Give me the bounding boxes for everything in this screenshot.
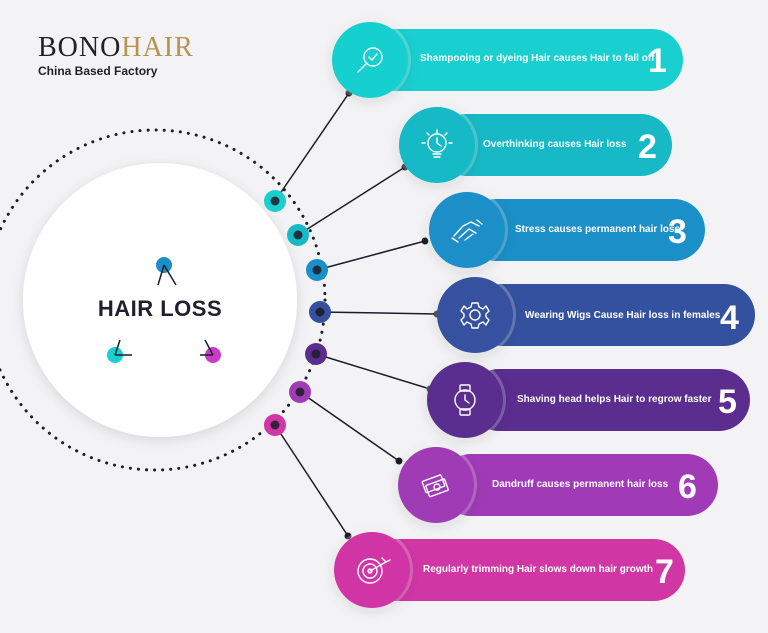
item-7-pill xyxy=(365,539,685,601)
item-2-ring-node-center xyxy=(293,230,303,240)
item-1-pill xyxy=(355,29,683,91)
item-7-ring-node-center xyxy=(270,420,280,430)
item-5-label: Shaving head helps Hair to regrow faster xyxy=(517,394,712,405)
item-6-connector-dot xyxy=(395,457,403,465)
item-6-pill xyxy=(440,454,718,516)
item-5-connector xyxy=(315,353,431,390)
target-icon xyxy=(357,557,391,584)
item-1-connector xyxy=(274,92,350,202)
item-1-icon-circle xyxy=(332,22,408,98)
center-disk xyxy=(23,163,297,437)
item-4-icon-circle xyxy=(437,277,513,353)
watch-icon xyxy=(454,384,476,416)
item-3-ring-node-center xyxy=(312,265,322,275)
item-5-number: 5 xyxy=(718,383,737,421)
money-icon xyxy=(421,474,449,498)
lightbulb-clock-icon xyxy=(421,129,453,158)
item-1-ring-node-center xyxy=(270,196,280,206)
item-7-connector xyxy=(274,424,349,537)
item-2-icon-circle xyxy=(399,107,475,183)
handshake-icon xyxy=(451,219,483,243)
logo-brand-part2: HAIR xyxy=(121,32,194,63)
item-2-label: Overthinking causes Hair loss xyxy=(483,139,627,150)
search-check-icon xyxy=(357,47,383,73)
item-7-connector-dot xyxy=(344,532,352,540)
logo: BONOHAIR China Based Factory xyxy=(38,34,194,79)
item-7-label: Regularly trimming Hair slows down hair … xyxy=(423,564,654,575)
item-3-number: 3 xyxy=(668,213,687,251)
dotted-ring xyxy=(0,128,327,472)
item-5-pill xyxy=(468,369,750,431)
item-1-label: Shampooing or dyeing Hair causes Hair to… xyxy=(420,53,655,64)
center-node-line xyxy=(157,264,165,286)
item-6-icon-circle xyxy=(398,447,474,523)
item-1-number: 1 xyxy=(648,42,667,80)
center-title: HAIR LOSS xyxy=(97,296,223,321)
logo-tagline: China Based Factory xyxy=(38,64,158,78)
center-node-line xyxy=(114,339,121,356)
item-4-label: Wearing Wigs Cause Hair loss in females xyxy=(525,310,721,321)
item-7-number: 7 xyxy=(655,553,674,591)
item-3-connector xyxy=(316,240,426,271)
item-4-pill xyxy=(470,284,755,346)
item-3-pill xyxy=(465,199,705,261)
logo-brand-part1: BONO xyxy=(38,32,122,63)
logo-title: BONOHAIR xyxy=(38,34,194,62)
item-4-number: 4 xyxy=(720,299,739,337)
item-4-connector xyxy=(319,311,438,315)
item-2-connector xyxy=(297,166,406,236)
item-6-number: 6 xyxy=(678,468,697,506)
item-4-ring-node-center xyxy=(315,307,325,317)
item-2-pill xyxy=(435,114,672,176)
gear-icon xyxy=(460,302,490,329)
item-3-label: Stress causes permanent hair loss xyxy=(515,224,681,235)
center-node-line xyxy=(204,339,214,356)
item-6-label: Dandruff causes permanent hair loss xyxy=(492,479,669,490)
item-3-connector-dot xyxy=(421,237,429,245)
item-2-number: 2 xyxy=(638,128,657,166)
item-5-ring-node-center xyxy=(311,349,321,359)
item-6-ring-node-center xyxy=(295,387,305,397)
item-6-connector xyxy=(299,391,400,462)
center-node-line xyxy=(163,264,177,286)
